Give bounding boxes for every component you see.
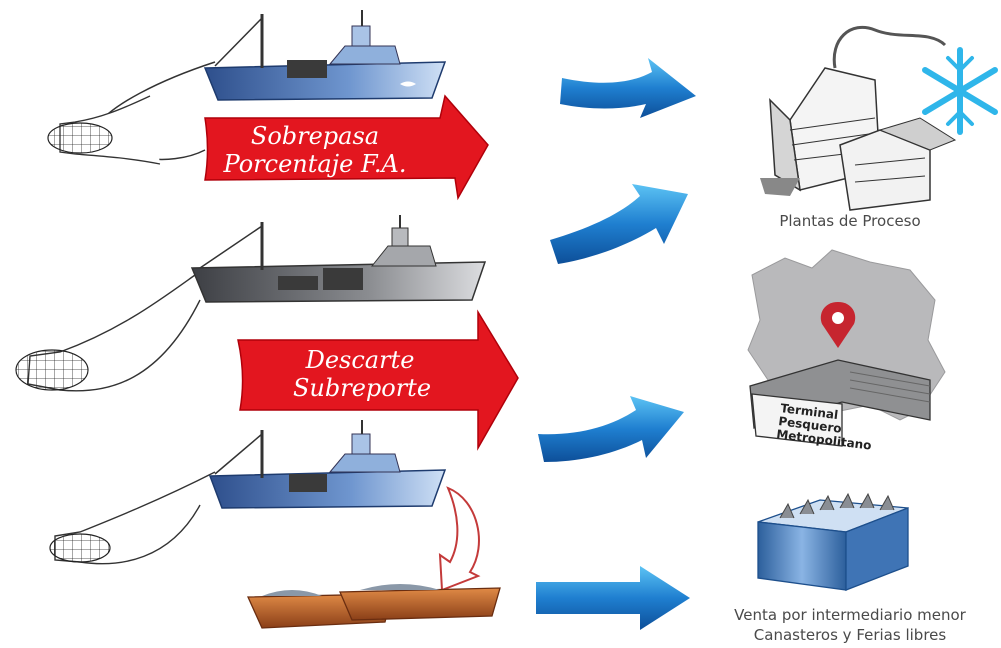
banner-descarte-line2: Subreporte	[293, 374, 431, 402]
terminal-building: Terminal Pesquero Metropolitano	[749, 359, 931, 453]
fishing-net-icon	[47, 61, 216, 165]
banner-descarte: Descarte Subreporte	[237, 309, 519, 451]
fishing-net-icon	[15, 274, 201, 392]
trawler-ship-middle	[15, 215, 487, 392]
fishing-net-icon	[49, 471, 216, 565]
banner-sobrepasa-line2: Porcentaje F.A.	[223, 150, 407, 178]
fish-crate-icon	[757, 492, 909, 591]
caption-plantas-de-proceso: Plantas de Proceso	[779, 212, 920, 230]
wooden-boat-icon	[247, 584, 501, 629]
caption-venta-line2: Canasteros y Ferias libres	[754, 626, 947, 644]
trawler-ship-top	[47, 10, 447, 165]
factory-icon	[760, 25, 957, 211]
transfer-arrow-icon	[438, 486, 481, 592]
flow-arrow-icon	[560, 58, 696, 118]
map-pin-icon	[820, 302, 856, 348]
flow-arrow-icon	[536, 566, 690, 630]
flow-arrow-icon	[550, 184, 688, 264]
trawler-ship-bottom	[49, 420, 447, 565]
banner-sobrepasa-line1: Sobrepasa	[251, 122, 379, 150]
caption-venta-line1: Venta por intermediario menor	[734, 606, 967, 624]
banner-sobrepasa: Sobrepasa Porcentaje F.A.	[204, 94, 489, 201]
snowflake-icon	[922, 47, 998, 135]
flow-arrow-icon	[538, 396, 684, 462]
banner-descarte-line1: Descarte	[305, 346, 415, 374]
